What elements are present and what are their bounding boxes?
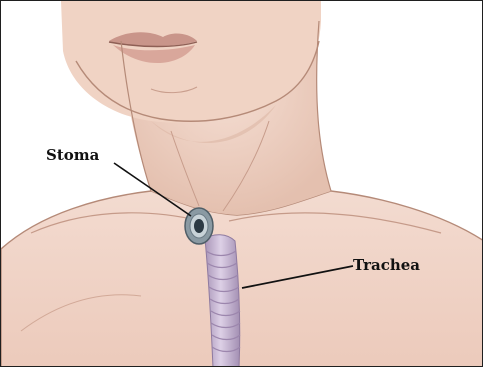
stoma-label: Stoma [46,148,99,163]
trachea-label: Trachea [353,258,420,273]
shoulders [1,191,483,367]
stoma-center [194,219,204,233]
